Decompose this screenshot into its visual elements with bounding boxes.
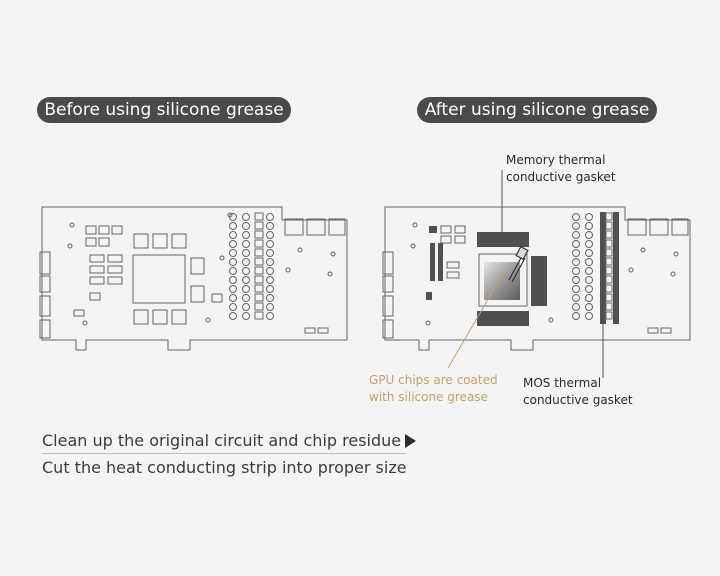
callout-gpu-grease: GPU chips are coated with silicone greas… <box>369 372 498 406</box>
callout-mos-gasket: MOS thermal conductive gasket <box>523 375 633 409</box>
step-2-text: Cut the heat conducting strip into prope… <box>42 458 407 477</box>
step-clean-up: Clean up the original circuit and chip r… <box>42 431 417 450</box>
board-outline <box>41 206 348 351</box>
board-after <box>382 206 691 351</box>
callout-mos-line2: conductive gasket <box>523 393 633 407</box>
divider <box>42 453 406 454</box>
memory-pad-bottom <box>477 311 529 326</box>
grease-spreader-icon <box>508 245 529 283</box>
vrm-array-after <box>572 213 593 320</box>
callout-gpu-line1: GPU chips are coated <box>369 373 498 387</box>
callout-gpu-line2: with silicone grease <box>369 390 488 404</box>
board-outline <box>384 206 691 351</box>
memory-pad-top <box>477 232 529 247</box>
heading-before: Before using silicone grease <box>37 97 291 123</box>
gpu-chip-grease <box>484 262 520 300</box>
step-cut-strip: Cut the heat conducting strip into prope… <box>42 458 407 477</box>
gpu-chip-frame <box>478 253 528 307</box>
mos-pad-1 <box>600 212 606 324</box>
callout-memory-line1: Memory thermal <box>506 153 606 167</box>
step-1-text: Clean up the original circuit and chip r… <box>42 431 402 450</box>
mos-pad-2 <box>613 212 619 324</box>
callout-memory-line2: conductive gasket <box>506 170 616 184</box>
leader-gpu <box>447 271 505 369</box>
triangle-right-icon <box>405 433 417 448</box>
callout-mos-line1: MOS thermal <box>523 376 602 390</box>
vrm-array-before <box>229 213 274 320</box>
vrm-inductors-before <box>254 212 264 320</box>
vrm-inductors-after <box>605 212 613 320</box>
callout-memory-gasket: Memory thermal conductive gasket <box>506 152 616 186</box>
memory-pad-right <box>531 256 547 306</box>
gpu-socket <box>132 254 186 304</box>
board-before <box>39 206 348 351</box>
heading-after: After using silicone grease <box>417 97 657 123</box>
